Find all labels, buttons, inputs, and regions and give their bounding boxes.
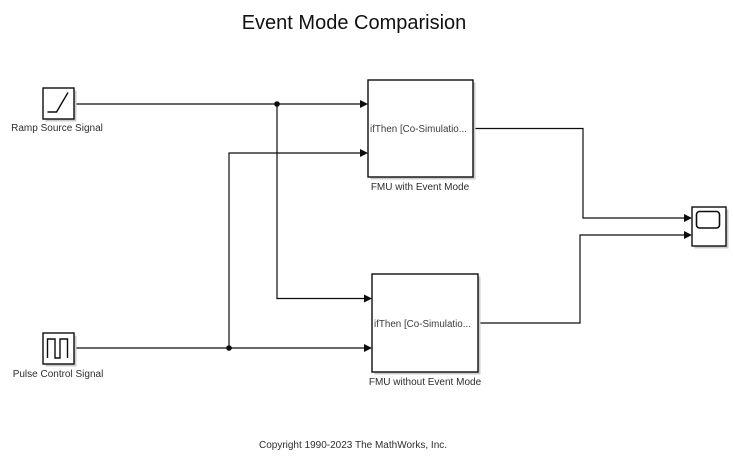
wire-arrowhead-icon [684,231,692,239]
block-fmu-with-event[interactable]: ifThen [Co-Simulatio... [367,79,476,180]
wire-fmu-without-event-output[interactable] [478,231,692,324]
wire-ramp-signal[interactable] [74,100,373,303]
block-pulse-control[interactable] [42,332,77,367]
wire-arrowhead-icon [360,149,368,157]
diagram-title: Event Mode Comparision [242,12,467,34]
wire-branch-dot [226,345,232,351]
block-scope[interactable] [691,206,729,249]
ramp-source-label: Ramp Source Signal [11,123,103,134]
fmu-without-event-label: FMU without Event Mode [369,377,482,388]
block-fmu-without-event[interactable]: ifThen [Co-Simulatio... [371,273,481,375]
pulse-waveform-icon [46,338,69,359]
copyright-annotation: Copyright 1990-2023 The MathWorks, Inc. [259,440,447,451]
wire-branch-dot [274,101,280,107]
fmu-with-event-label: FMU with Event Mode [371,182,470,193]
scope-display-icon [695,210,721,229]
wire-pulse-signal[interactable] [74,149,373,352]
wire-fmu-with-event-output[interactable] [473,127,692,223]
block-ramp-source[interactable] [42,87,77,122]
fmu-without-event-text: ifThen [Co-Simulatio... [374,319,471,330]
wire-arrowhead-icon [364,344,372,352]
ramp-icon [47,92,69,113]
wire-arrowhead-icon [684,214,692,222]
fmu-with-event-text: ifThen [Co-Simulatio... [370,124,467,135]
pulse-control-label: Pulse Control Signal [13,369,104,380]
wire-arrowhead-icon [364,294,372,303]
wire-arrowhead-icon [360,100,368,108]
